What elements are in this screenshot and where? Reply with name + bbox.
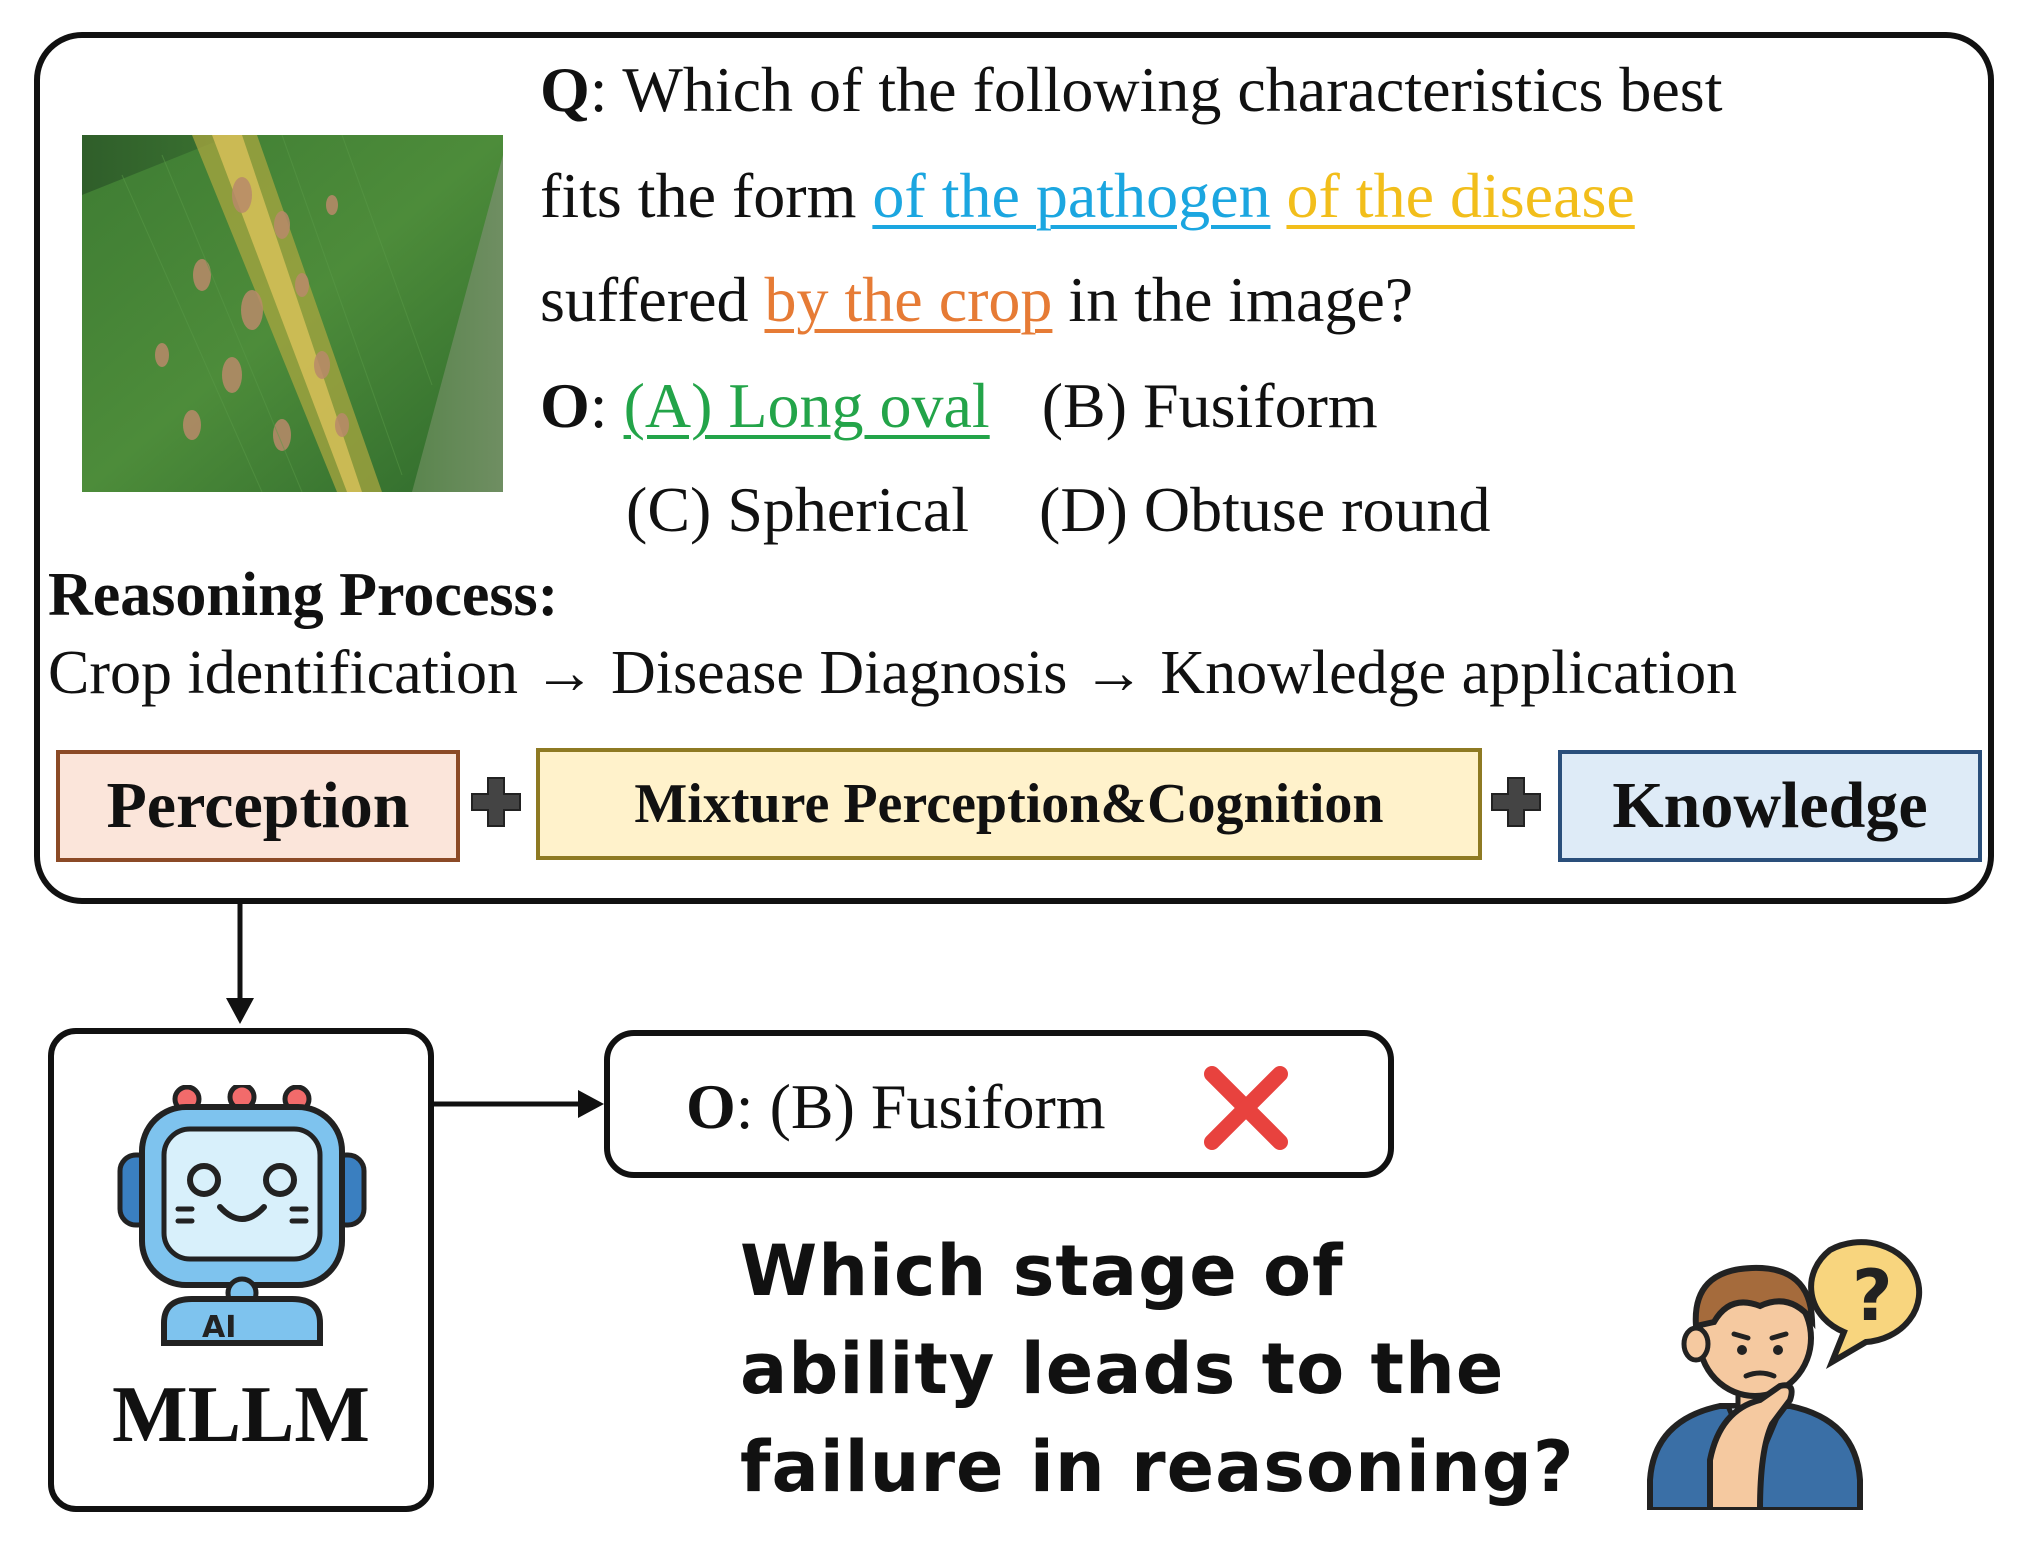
question-line-1: Q: Which of the following characteristic… [540,52,1722,128]
options-line-2: (C) Spherical (D) Obtuse round [626,472,1490,548]
question-text-3b: in the image? [1052,264,1414,335]
bubble-question-mark: ? [1852,1255,1893,1337]
option-a: (A) Long oval [623,370,990,441]
mllm-box [48,1028,434,1512]
question-text-1: : Which of the following characteristics… [589,54,1723,125]
question-line-3: suffered by the crop in the image? [540,262,1413,338]
answer-text: O: (B) Fusiform [686,1070,1106,1144]
failure-question: Which stage of ability leads to the fail… [740,1230,1575,1508]
reasoning-title: Reasoning Process: [48,561,559,629]
option-d: (D) Obtuse round [1039,474,1491,545]
highlight-pathogen: of the pathogen [872,160,1271,231]
stage-mixture: Mixture Perception&Cognition [536,748,1482,860]
crop-leaf-image [82,135,503,492]
spacer [1270,160,1286,231]
robot-chest-text: AI [202,1310,236,1345]
reasoning-chain: Crop identification → Disease Diagnosis … [48,639,1738,707]
stage-knowledge: Knowledge [1558,750,1982,862]
arrow-right-head [578,1090,604,1118]
robot-icon: AI [117,1085,367,1346]
plus-icon [1491,777,1541,827]
question-line-2: fits the form of the pathogen of the dis… [540,158,1635,234]
answer-value: : (B) Fusiform [735,1071,1106,1142]
mllm-label: MLLM [112,1371,370,1459]
plus-icon [471,777,521,827]
wrong-x-icon [1204,1066,1288,1150]
options-colon: : [589,370,624,441]
arrow-down-head [226,998,254,1024]
question-text-3a: suffered [540,264,765,335]
highlight-disease: of the disease [1286,160,1635,231]
highlight-crop: by the crop [764,264,1053,335]
question-label: Q [540,54,590,125]
answer-box [604,1030,1394,1178]
question-text-2: fits the form [540,160,873,231]
thinking-person-icon: ? [1647,1239,1923,1510]
options-line-1: O: (A) Long oval (B) Fusiform [540,368,1378,444]
options-label: O [540,370,590,441]
stage-perception: Perception [56,750,460,862]
answer-label: O [686,1071,736,1142]
question-panel [34,32,1994,904]
option-c: (C) Spherical [626,474,969,545]
option-b: (B) Fusiform [1041,370,1378,441]
